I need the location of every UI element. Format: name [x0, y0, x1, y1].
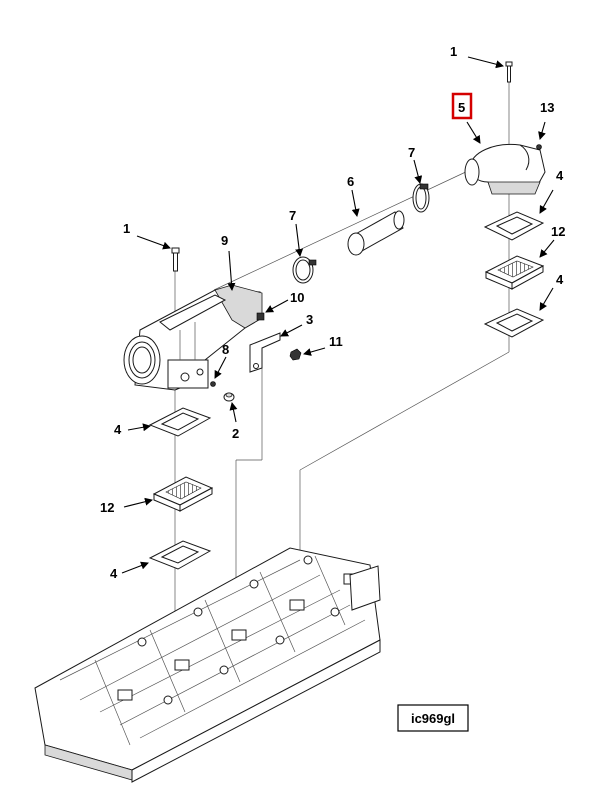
callout-spacer-left: 12: [100, 500, 114, 515]
bolt-left: [171, 247, 180, 272]
gasket-left-lower: [148, 540, 212, 570]
callout-gasket-left-upper: 4: [114, 422, 122, 437]
gasket-right-upper: [483, 211, 545, 241]
callout-tube: 6: [347, 174, 354, 189]
callout-clamp-right: 7: [408, 145, 415, 160]
bracket: [249, 332, 281, 373]
clamp-right: [412, 183, 430, 213]
callout-bolt-top: 1: [450, 44, 457, 59]
callout-elbow-pipe: 5: [458, 100, 465, 115]
callout-plug-10: 10: [290, 290, 304, 305]
reference-tag: ic969gl: [397, 704, 469, 732]
callout-plug-13: 13: [540, 100, 554, 115]
clamp-left: [292, 256, 317, 284]
callout-clamp-left: 7: [289, 208, 296, 223]
gasket-left-upper: [148, 407, 212, 437]
callout-bolt-left: 1: [123, 221, 130, 236]
bolt-top-right: [505, 61, 513, 83]
callout-plug-2: 2: [232, 426, 239, 441]
spacer-right: [484, 255, 545, 290]
plug-13: [536, 144, 542, 150]
callout-gasket-right-lower: 4: [556, 272, 564, 287]
washer-8: [210, 381, 216, 387]
elbow-pipe-part: [464, 143, 546, 195]
plug-2: [223, 392, 235, 402]
callout-bracket: 3: [306, 312, 313, 327]
callout-nut: 11: [329, 334, 343, 349]
leader-arrows: [121, 56, 555, 574]
pipe-tube: [347, 210, 405, 256]
gasket-right-lower: [483, 308, 545, 338]
callout-washer-8: 8: [222, 342, 229, 357]
reference-code: ic969gl: [411, 711, 455, 726]
nut: [289, 348, 302, 361]
plug-10: [256, 312, 265, 321]
callout-gasket-right-upper: 4: [556, 168, 564, 183]
highlight-box: [451, 92, 473, 120]
cylinder-head-block: [34, 547, 381, 783]
manifold-section: [123, 284, 263, 391]
callout-spacer-right: 12: [551, 224, 565, 239]
callout-gasket-left-lower: 4: [110, 566, 118, 581]
callout-labels: 1 5 13 7 6 7 9 1 10 3 11 8 2 4 12 4 4 12…: [100, 44, 565, 581]
spacer-left: [152, 476, 214, 512]
callout-manifold: 9: [221, 233, 228, 248]
